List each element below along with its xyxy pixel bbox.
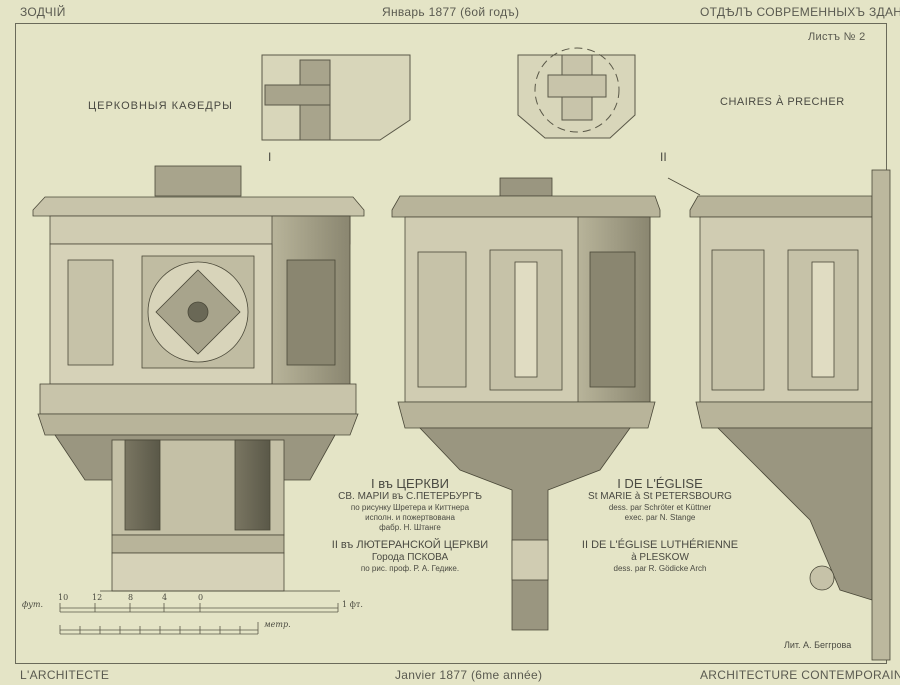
caption-fr-line: St MARIE à St PETERSBOURG xyxy=(588,491,732,502)
footer-date: Janvier 1877 (6me année) xyxy=(395,668,543,682)
scale-tick: 1 фт. xyxy=(342,600,363,609)
footer-section: ARCHITECTURE CONTEMPORAINE xyxy=(700,668,900,682)
plan-pulpit-2 xyxy=(517,47,636,139)
caption-fr: I DE L'ÉGLISE St MARIE à St PETERSBOURG … xyxy=(565,476,755,574)
caption-ru-line: фабр. Н. Штанге xyxy=(379,523,441,532)
scale-tick: 8 xyxy=(128,593,134,602)
footer-journal-title: L'ARCHITECTE xyxy=(20,668,110,682)
title-french: CHAIRES À PRECHER xyxy=(720,96,845,108)
sheet-number: Листъ № 2 xyxy=(808,31,866,43)
caption-ru-line: СВ. МАРІИ въ С.ПЕТЕРБУРГѢ xyxy=(338,491,482,502)
pulpit-2-elevation xyxy=(391,177,661,631)
caption-ru-line: по рис. проф. Р. А. Гедике. xyxy=(360,564,460,573)
scale-tick: 12 xyxy=(92,593,103,602)
scale-tick: 0 xyxy=(198,593,204,602)
caption-ru-line: по рисунку Шретера и Киттнера xyxy=(350,503,470,512)
pulpit-1-elevation xyxy=(32,165,365,592)
plan-pulpit-1 xyxy=(261,54,411,141)
caption-fr-line: I DE L'ÉGLISE xyxy=(617,476,703,491)
caption-fr-line: à PLESKOW xyxy=(631,552,689,563)
caption-fr-line: II DE L'ÉGLISE LUTHÉRIENNE xyxy=(581,539,739,551)
caption-ru-line: I въ ЦЕРКВИ xyxy=(371,476,449,491)
scale-feet-label: фут. xyxy=(22,600,44,609)
scale-meter-label: метр. xyxy=(264,620,291,629)
caption-ru-line: исполн. и пожертвована xyxy=(365,513,455,522)
scale-tick: 4 xyxy=(162,593,168,602)
caption-ru-line: Города ПСКОВА xyxy=(371,552,449,563)
caption-fr-line: dess. par Schröter et Küttner xyxy=(608,503,712,512)
scale-bar-feet xyxy=(59,603,339,613)
title-russian: ЦЕРКОВНЫЯ КАѲЕДРЫ xyxy=(88,100,233,112)
scale-bar-meters xyxy=(59,622,259,635)
numeral-1: I xyxy=(268,150,272,164)
lithographer-credit: Лит. А. Беггрова xyxy=(784,640,852,650)
pulpit-3-elevation xyxy=(667,169,891,661)
caption-ru: I въ ЦЕРКВИ СВ. МАРІИ въ С.ПЕТЕРБУРГѢ по… xyxy=(325,476,495,574)
numeral-2: II xyxy=(660,150,667,164)
caption-fr-line: exec. par N. Stange xyxy=(624,513,696,522)
caption-fr-line: dess. par R. Gödicke Arch xyxy=(613,564,707,573)
header-date: Январь 1877 (6ой годъ) xyxy=(382,5,520,19)
header-journal-title: ЗОДЧІЙ xyxy=(20,5,66,19)
scale-tick: 10 xyxy=(58,593,69,602)
header-section: ОТДѢЛЪ СОВРЕМЕННЫХЪ ЗДАНІЙ xyxy=(700,5,900,19)
caption-ru-line: II въ ЛЮТЕРАНСКОЙ ЦЕРКВИ xyxy=(331,539,489,551)
